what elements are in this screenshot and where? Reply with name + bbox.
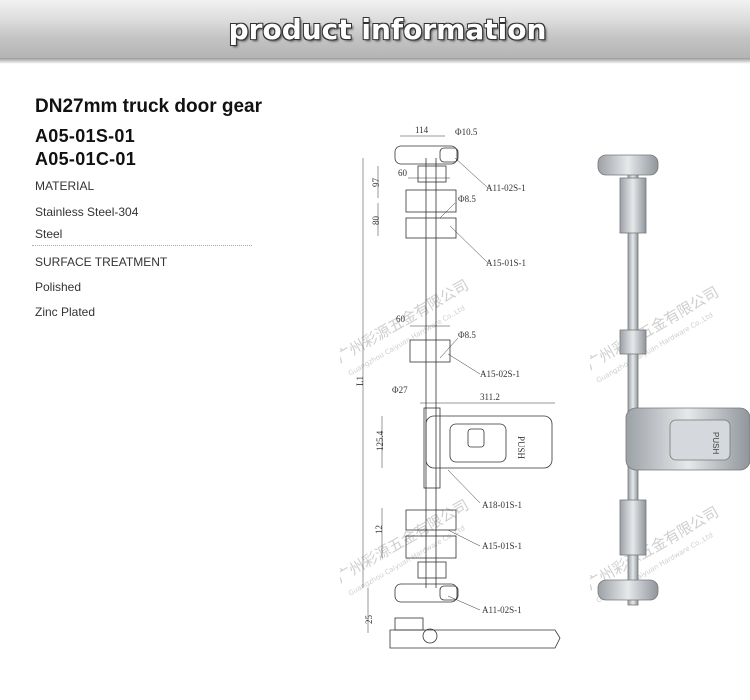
bottom-hinge (597, 579, 659, 601)
dim-label: 12 (374, 525, 384, 534)
divider (32, 245, 252, 246)
dim-label: 97 (371, 178, 381, 188)
bracket (417, 165, 447, 183)
bottom-hinge (394, 583, 458, 603)
page-title: product information (228, 13, 547, 46)
bracket-plate (405, 217, 457, 239)
part-label: A18-01S-1 (482, 500, 522, 510)
part-label: A15-01S-1 (482, 541, 522, 551)
bracket (417, 561, 447, 579)
model-number: A05-01C-01 (35, 149, 137, 169)
product-photo: 广州彩源五金有限公司 Guangzhou Caiyuan Hardware Co… (590, 154, 750, 606)
dim-label: Φ8.5 (458, 194, 476, 204)
side-view (389, 629, 561, 649)
dim-label: 80 (371, 216, 381, 226)
technical-drawing: 广州彩源五金有限公司 Guangzhou Caiyuan Hardware Co… (340, 125, 561, 649)
bracket-plate (405, 509, 457, 531)
svg-text:广州彩源五金有限公司: 广州彩源五金有限公司 (340, 276, 472, 367)
header-banner (0, 0, 750, 58)
rod-guide (409, 339, 451, 363)
dim-label: Φ10.5 (455, 127, 478, 137)
surface-heading: SURFACE TREATMENT (35, 255, 168, 269)
top-hinge (394, 145, 458, 165)
dim-label: Φ8.5 (458, 330, 476, 340)
part-label: A15-02S-1 (480, 369, 520, 379)
dim-label: L1 (355, 376, 365, 386)
dim-label: 114 (415, 125, 429, 135)
part-label: A15-01S-1 (486, 258, 526, 268)
surface-item: Zinc Plated (35, 305, 96, 319)
svg-text:广州彩源五金有限公司: 广州彩源五金有限公司 (590, 283, 722, 374)
material-heading: MATERIAL (35, 179, 95, 193)
dim-label: 60 (398, 168, 408, 178)
dim-label: 25 (364, 615, 374, 625)
top-hinge (597, 154, 659, 176)
model-number: A05-01S-01 (35, 126, 136, 146)
dim-label: 125.4 (375, 430, 385, 451)
material-item: Stainless Steel-304 (35, 205, 139, 219)
material-item: Steel (35, 227, 63, 241)
part-label: A11-02S-1 (486, 183, 526, 193)
push-label: PUSH (711, 432, 720, 454)
surface-item: Polished (35, 280, 82, 294)
handle (425, 415, 553, 469)
part-label: A11-02S-1 (482, 605, 522, 615)
bracket (619, 177, 647, 234)
dim-label: Φ27 (392, 385, 408, 395)
product-title: DN27mm truck door gear (35, 96, 263, 117)
header-shadow (0, 58, 750, 64)
push-label: PUSH (516, 436, 526, 460)
dim-label: 60 (396, 314, 406, 324)
bracket (619, 499, 647, 556)
rod-guide (619, 329, 647, 355)
bracket-plate (405, 535, 457, 559)
dim-label: 311.2 (480, 392, 500, 402)
bracket-plate (405, 189, 457, 213)
